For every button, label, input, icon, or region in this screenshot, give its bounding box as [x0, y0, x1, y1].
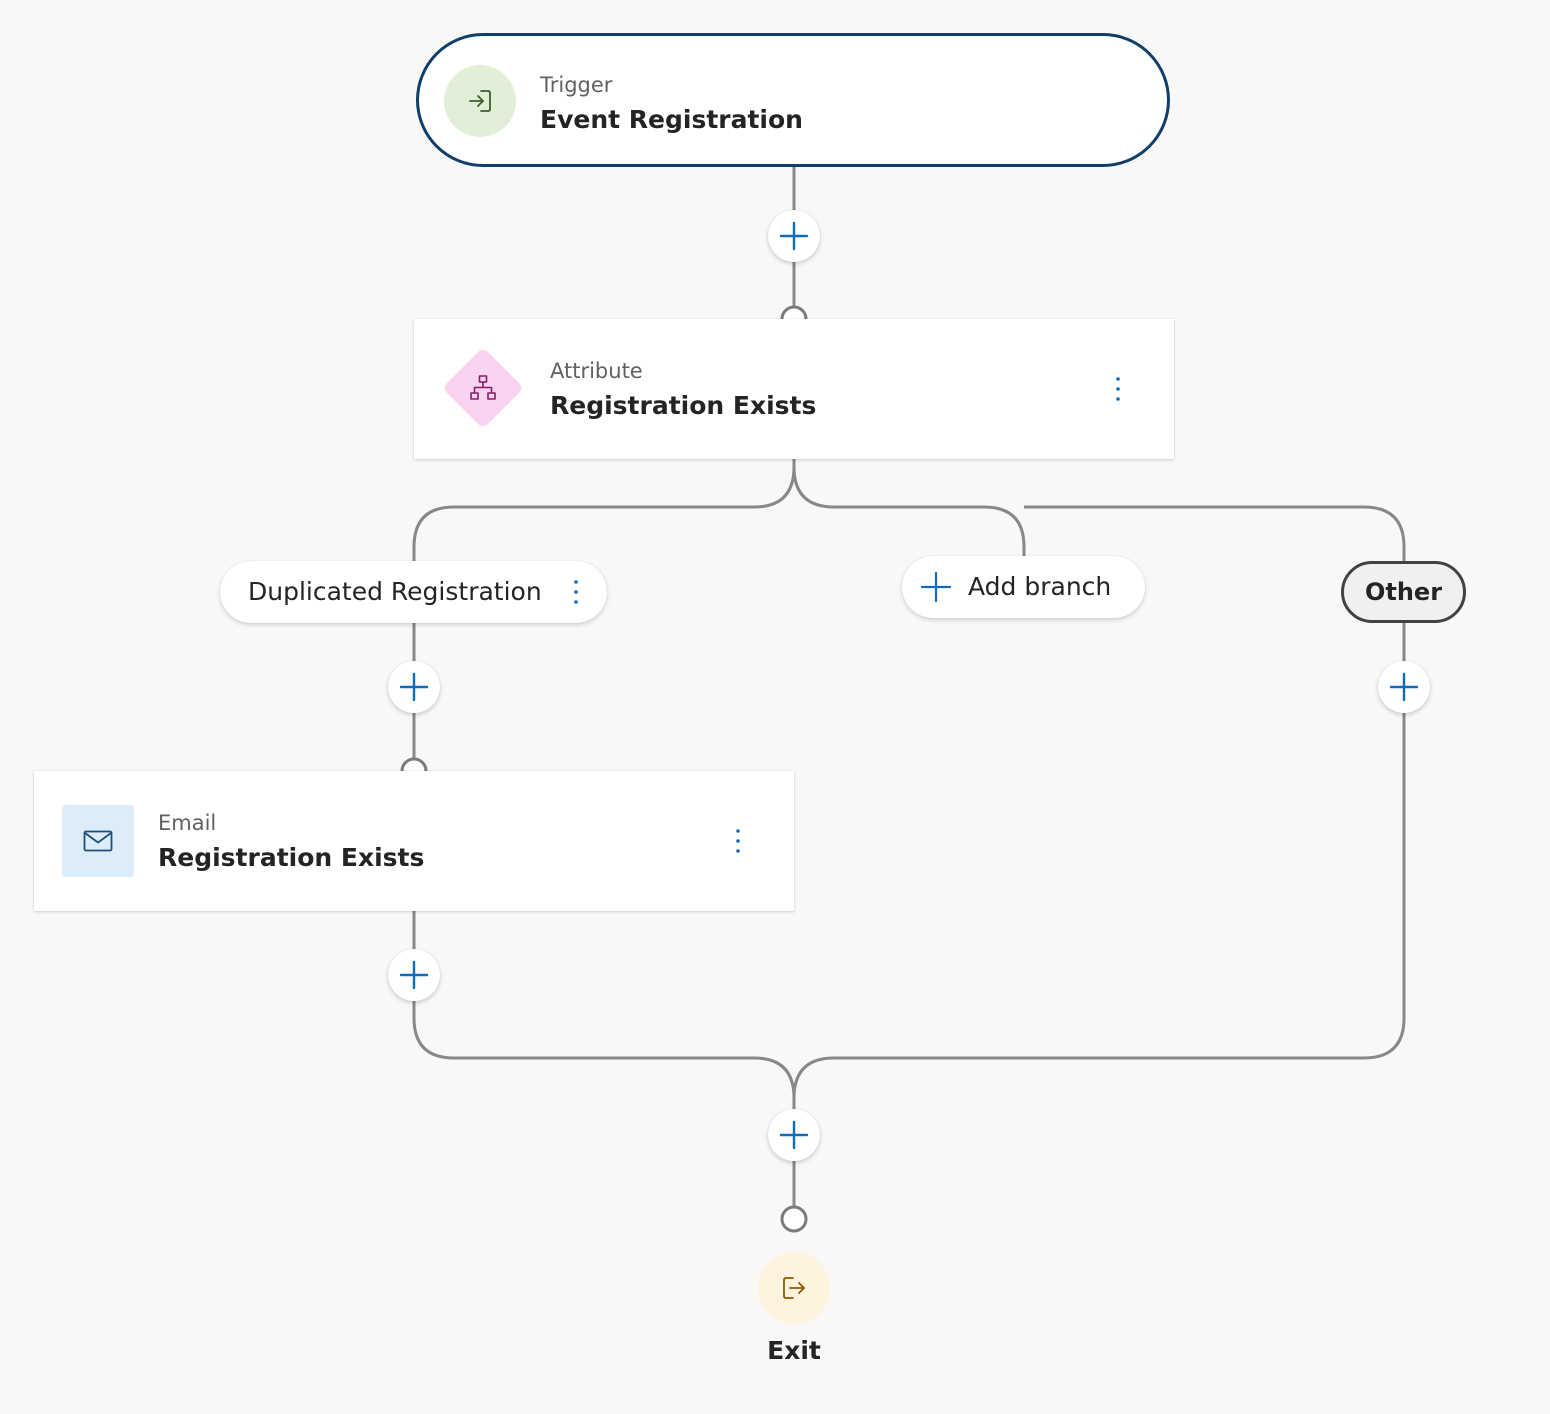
branch-other-label: Other — [1364, 578, 1443, 606]
enter-arrow-icon — [444, 65, 516, 137]
branch-name: Duplicated Registration — [248, 577, 542, 606]
add-action-button[interactable] — [388, 949, 440, 1001]
trigger-name: Event Registration — [540, 105, 803, 134]
mail-icon — [62, 805, 134, 877]
attribute-node[interactable]: Attribute Registration Exists — [414, 319, 1174, 459]
exit-label: Exit — [767, 1336, 821, 1365]
branch-duplicated-registration[interactable]: Duplicated Registration — [220, 561, 607, 623]
attribute-name: Registration Exists — [550, 391, 817, 420]
email-node[interactable]: Email Registration Exists — [34, 771, 794, 911]
add-branch-label: Add branch — [968, 572, 1112, 601]
more-options-icon[interactable] — [1106, 372, 1130, 406]
trigger-type-label: Trigger — [540, 73, 613, 97]
add-action-button[interactable] — [768, 1109, 820, 1161]
email-type-label: Email — [158, 811, 217, 835]
add-action-button[interactable] — [1378, 661, 1430, 713]
exit-arrow-icon[interactable] — [758, 1252, 830, 1324]
plus-icon — [920, 571, 952, 603]
branch-other[interactable]: Other — [1341, 561, 1466, 623]
more-options-icon[interactable] — [726, 824, 750, 858]
trigger-node[interactable]: Trigger Event Registration — [416, 33, 1170, 167]
branch-hierarchy-icon — [470, 375, 496, 400]
email-name: Registration Exists — [158, 843, 425, 872]
connection-port — [780, 1205, 808, 1233]
attribute-type-label: Attribute — [550, 359, 643, 383]
more-options-icon[interactable] — [564, 575, 588, 609]
add-action-button[interactable] — [768, 210, 820, 262]
add-action-button[interactable] — [388, 661, 440, 713]
add-branch-button[interactable]: Add branch — [902, 556, 1145, 618]
